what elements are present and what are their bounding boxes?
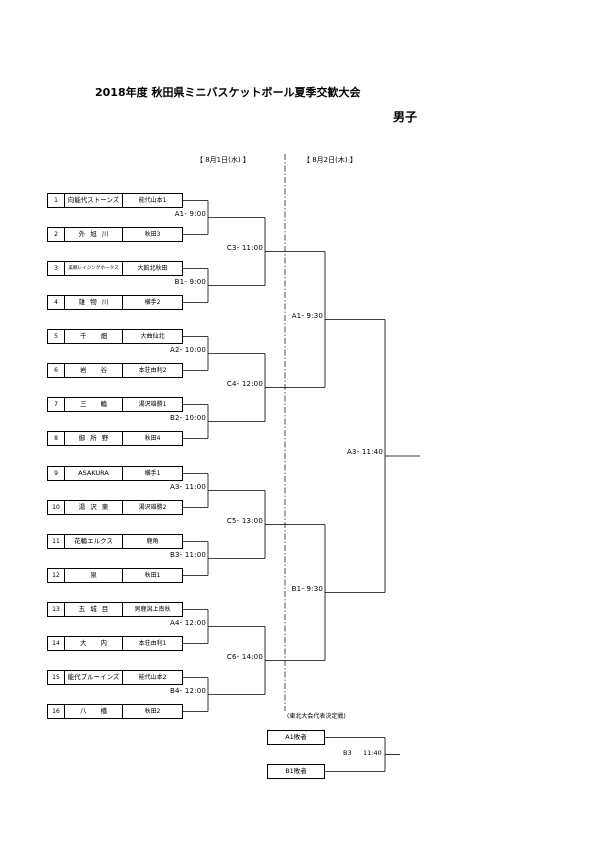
match-label: A3- 11:00 — [170, 482, 206, 491]
team-number: 16 — [52, 708, 60, 715]
document-title: 2018年度 秋田県ミニバスケットボール夏季交歓大会 — [95, 86, 361, 99]
team-row: 8 御 所 野秋田4 — [47, 431, 183, 446]
team-region: 湯沢雄勝1 — [122, 398, 182, 411]
team-number: 15 — [52, 674, 60, 681]
playoff-note: (東北大会代表決定戦) — [287, 713, 346, 720]
team-name: ASAKURA — [64, 467, 122, 480]
match-label: B2- 10:00 — [170, 413, 206, 422]
match-label: C5- 13:00 — [226, 516, 263, 525]
team-number: 11 — [52, 538, 60, 545]
match-label: C6- 14:00 — [226, 652, 263, 661]
team-number: 12 — [52, 572, 60, 579]
playoff-slot-b1-loser: B1敗者 — [267, 764, 325, 779]
team-number: 5 — [54, 333, 58, 340]
team-row: 13 五 城 目男鹿潟上南秋 — [47, 602, 183, 617]
day2-header: 【 8月2日(木) 】 — [303, 156, 357, 164]
match-label: A1- 9:30 — [291, 311, 323, 320]
match-label: A2- 10:00 — [170, 345, 206, 354]
team-number: 3 — [54, 265, 58, 272]
team-row: 5 千 畑大曲仙北 — [47, 329, 183, 344]
team-row: 11 花輪エルクス鹿角 — [47, 534, 183, 549]
match-label: A3- 11:40 — [347, 448, 383, 456]
team-name: 三 輪 — [64, 398, 122, 411]
team-row: 16 八 橋秋田2 — [47, 704, 183, 719]
team-region: 秋田2 — [122, 705, 182, 718]
team-row: 10 湯 沢 東湯沢雄勝2 — [47, 500, 183, 515]
match-label: C4- 12:00 — [226, 379, 263, 388]
team-name: 御 所 野 — [64, 432, 122, 445]
playoff-slot-a1-loser: A1敗者 — [267, 730, 325, 745]
team-number: 9 — [54, 470, 58, 477]
team-number: 10 — [52, 504, 60, 511]
team-region: 大館北秋田 — [122, 262, 182, 275]
team-name: 千 畑 — [64, 330, 122, 343]
team-name: 雄 物 川 — [64, 296, 122, 309]
team-region: 大曲仙北 — [122, 330, 182, 343]
team-number: 2 — [54, 231, 58, 238]
match-label: C3- 11:00 — [226, 243, 263, 252]
team-name: 大 内 — [64, 637, 122, 650]
team-region: 湯沢雄勝2 — [122, 501, 182, 514]
team-name: 湯 沢 東 — [64, 501, 122, 514]
team-name: 岩 谷 — [64, 364, 122, 377]
team-row: 4 雄 物 川横手2 — [47, 295, 183, 310]
team-region: 本荘由利2 — [122, 364, 182, 377]
team-region: 横手2 — [122, 296, 182, 309]
team-row: 3 美郷レイジングホークス大館北秋田 — [47, 261, 183, 276]
team-region: 秋田3 — [122, 228, 182, 241]
team-region: 男鹿潟上南秋 — [122, 603, 182, 616]
team-number: 4 — [54, 299, 58, 306]
playoff-match-time: 11:40 — [363, 749, 382, 757]
team-name: 五 城 目 — [64, 603, 122, 616]
match-label: B3- 11:00 — [170, 550, 206, 559]
team-name: 向能代ストーンズ — [64, 194, 122, 207]
match-label: B1- 9:30 — [291, 584, 323, 593]
team-row: 15 能代ブルーインズ能代山本2 — [47, 670, 183, 685]
team-number: 13 — [52, 606, 60, 613]
team-row: 6 岩 谷本荘由利2 — [47, 363, 183, 378]
team-name: 美郷レイジングホークス — [64, 262, 122, 275]
division-label: 男子 — [393, 110, 418, 124]
team-region: 秋田1 — [122, 569, 182, 582]
match-label: A4- 12:00 — [170, 618, 206, 627]
team-number: 14 — [52, 640, 60, 647]
team-row: 2 外 旭 川秋田3 — [47, 227, 183, 242]
team-region: 横手1 — [122, 467, 182, 480]
team-number: 8 — [54, 435, 58, 442]
match-label: A1- 9:00 — [174, 209, 206, 218]
team-row: 14 大 内本荘由利1 — [47, 636, 183, 651]
team-row: 7 三 輪湯沢雄勝1 — [47, 397, 183, 412]
team-region: 本荘由利1 — [122, 637, 182, 650]
playoff-match-code: B3 — [343, 749, 352, 757]
team-name: 八 橋 — [64, 705, 122, 718]
team-name: 能代ブルーインズ — [64, 671, 122, 684]
team-row: 1 向能代ストーンズ能代山本1 — [47, 193, 183, 208]
match-label: B1- 9:00 — [174, 277, 206, 286]
team-name: 泉 — [64, 569, 122, 582]
team-region: 秋田4 — [122, 432, 182, 445]
team-number: 7 — [54, 401, 58, 408]
team-region: 鹿角 — [122, 535, 182, 548]
team-name: 外 旭 川 — [64, 228, 122, 241]
match-label: B4- 12:00 — [170, 686, 206, 695]
team-number: 6 — [54, 367, 58, 374]
team-region: 能代山本1 — [122, 194, 182, 207]
team-number: 1 — [54, 197, 58, 204]
team-row: 12 泉秋田1 — [47, 568, 183, 583]
team-region: 能代山本2 — [122, 671, 182, 684]
team-name: 花輪エルクス — [64, 535, 122, 548]
day1-header: 【 8月1日(水) 】 — [196, 156, 250, 164]
